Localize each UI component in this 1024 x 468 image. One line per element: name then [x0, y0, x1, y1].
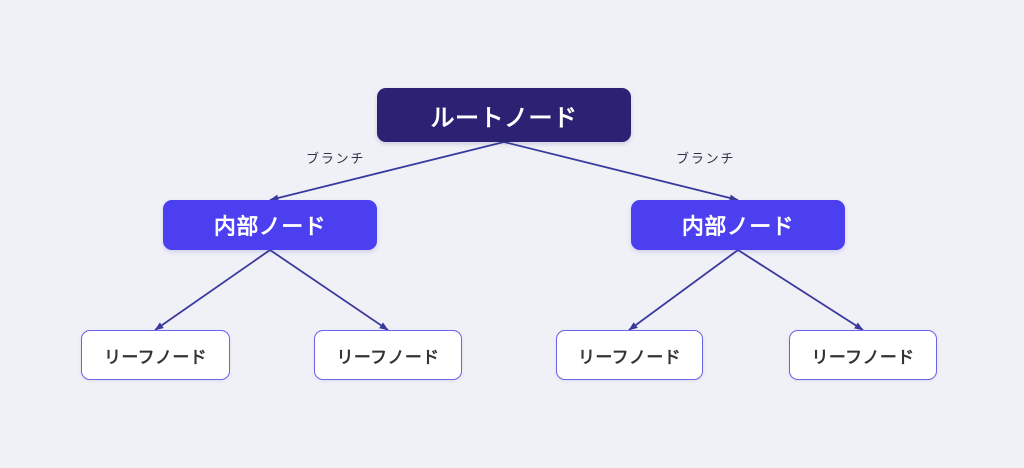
node-leaf-1-label: リーフノード — [103, 347, 208, 367]
node-internal-right[interactable]: 内部ノード — [631, 200, 845, 250]
node-root-label: ルートノード — [430, 104, 578, 132]
node-leaf-2[interactable]: リーフノード — [314, 330, 462, 380]
node-root[interactable]: ルートノード — [377, 88, 631, 142]
node-leaf-4-label: リーフノード — [811, 347, 915, 367]
node-internal-right-label: 内部ノード — [681, 214, 795, 239]
node-leaf-1[interactable]: リーフノード — [81, 330, 230, 380]
edge-internal_right-to-leaf_4 — [737, 249, 864, 331]
node-leaf-2-label: リーフノード — [336, 347, 440, 367]
edge-label-branch-left: ブランチ — [306, 151, 366, 166]
edge-internal_left-to-leaf_2 — [269, 249, 389, 331]
node-internal-left-label: 内部ノード — [213, 214, 327, 239]
edge-label-branch-right: ブランチ — [676, 151, 736, 166]
edge-internal_left-to-leaf_1 — [154, 249, 271, 331]
node-leaf-3-label: リーフノード — [577, 347, 682, 367]
node-internal-left[interactable]: 内部ノード — [163, 200, 377, 250]
node-leaf-4[interactable]: リーフノード — [789, 330, 937, 380]
node-leaf-3[interactable]: リーフノード — [556, 330, 703, 380]
edge-internal_right-to-leaf_3 — [628, 249, 739, 331]
